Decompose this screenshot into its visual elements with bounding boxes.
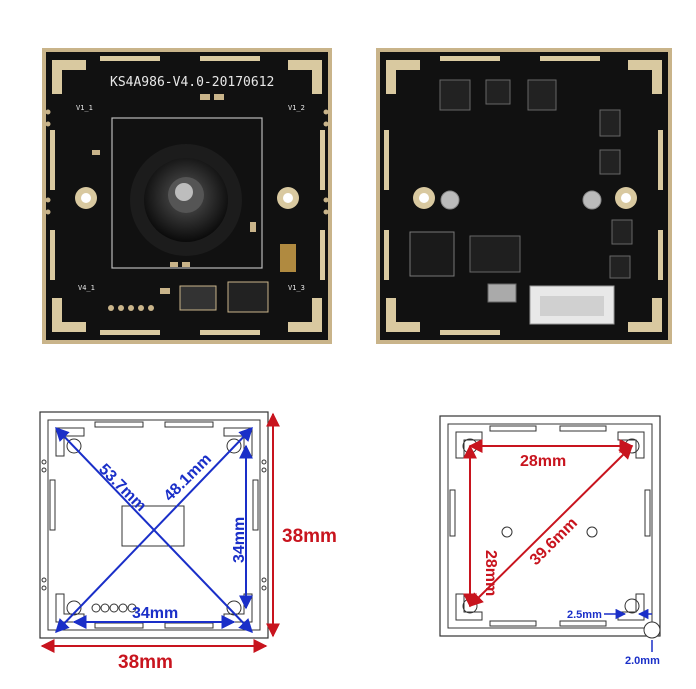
- front-board-label: KS4A986-V4.0-20170612: [110, 75, 274, 90]
- corner-label-3: V4_1: [78, 284, 95, 292]
- front-board: KS4A986-V4.0-20170612 V1_1 V1_2 V4_1 V1_…: [42, 48, 332, 344]
- dim-hole-diameter-2-5: 2.5mm: [567, 609, 602, 621]
- dim-left-span-28: 28mm: [482, 550, 499, 596]
- front-corner-bracket-tr: [288, 60, 322, 94]
- corner-label-4: V1_3: [288, 284, 305, 292]
- dim-outer-width-38: 38mm: [118, 652, 173, 673]
- image-processor-chip: [409, 231, 455, 277]
- corner-label-2: V1_2: [288, 104, 305, 112]
- crystal-oscillator: [487, 283, 517, 303]
- diagram-right: 28mm 28mm 39.6mm 2.5mm 2.0mm: [439, 415, 661, 667]
- dim-inner-vertical-34: 34mm: [231, 517, 248, 563]
- diagram-left: 53.7mm 48.1mm 34mm 34mm 38mm 38mm: [39, 411, 337, 673]
- back-board: [376, 48, 672, 344]
- dim-outer-height-38: 38mm: [282, 526, 337, 547]
- dim-top-span-28: 28mm: [520, 453, 566, 470]
- dim-edge-offset-2-0: 2.0mm: [625, 655, 660, 667]
- front-corner-bracket-tl: [52, 60, 86, 94]
- front-corner-bracket-br: [288, 298, 322, 332]
- dim-inner-horizontal-34: 34mm: [132, 605, 178, 622]
- front-corner-bracket-bl: [52, 298, 86, 332]
- corner-label-1: V1_1: [76, 104, 93, 112]
